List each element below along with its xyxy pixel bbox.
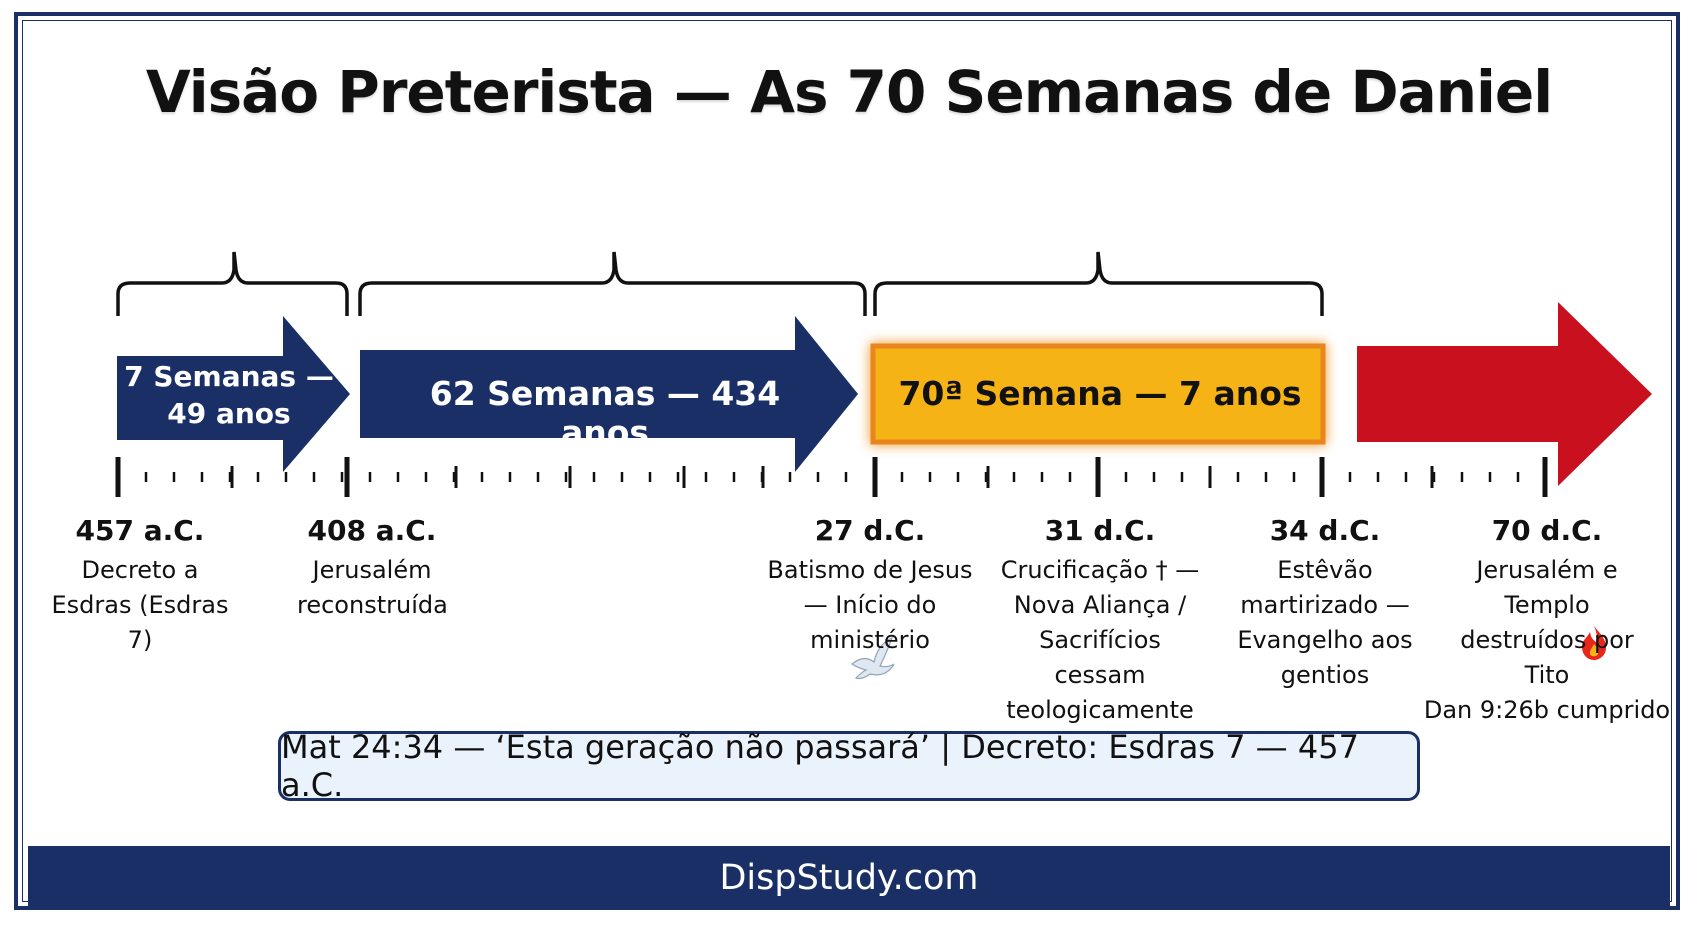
event-desc: Batismo de Jesus — Início do ministério <box>767 556 973 654</box>
event-408bc: 408 a.C. Jerusalém reconstruída <box>252 514 492 623</box>
label-62-weeks: 62 Semanas — 434 anos <box>429 374 781 452</box>
note-text: Mat 24:34 — ‘Esta geração não passará’ |… <box>281 728 1359 804</box>
event-desc: Jerusalém reconstruída <box>297 556 448 619</box>
event-34ad: 34 d.C. Estêvão martirizado — Evangelho … <box>1195 514 1455 693</box>
arrow-62-weeks <box>360 316 858 472</box>
box-70th-week <box>870 343 1326 445</box>
event-date: 408 a.C. <box>307 514 437 547</box>
event-27ad: 27 d.C. Batismo de Jesus — Início do min… <box>730 514 1010 658</box>
fire-icon <box>1582 626 1606 660</box>
timeline-ticks <box>115 457 1548 497</box>
footer-text: DispStudy.com <box>719 858 979 898</box>
event-date: 457 a.C. <box>75 514 205 547</box>
event-date: 31 d.C. <box>1044 514 1156 547</box>
footer-bar: DispStudy.com <box>28 846 1670 910</box>
event-date: 70 d.C. <box>1491 514 1603 547</box>
brace-7-weeks <box>116 251 349 316</box>
arrow-7-weeks <box>117 316 350 472</box>
event-70ad: 70 d.C. Jerusalém e Templo destruídos po… <box>1417 514 1677 728</box>
brace-62-weeks <box>358 251 867 316</box>
event-extra: Dan 9:26b cumprido <box>1423 696 1671 724</box>
label-70th-week: 70ª Semana — 7 anos <box>898 374 1302 413</box>
event-31ad: 31 d.C. Crucificação † — Nova Aliança / … <box>970 514 1230 728</box>
label-7-weeks: 7 Semanas — 49 anos <box>124 360 334 430</box>
event-date: 27 d.C. <box>814 514 926 547</box>
brace-70th-week <box>873 251 1324 316</box>
arrow-70-ad <box>1357 302 1652 486</box>
event-457bc: 457 a.C. Decreto a Esdras (Esdras 7) <box>20 514 260 658</box>
dove-icon <box>850 636 895 680</box>
event-desc: Decreto a Esdras (Esdras 7) <box>51 556 229 654</box>
scripture-note: Mat 24:34 — ‘Esta geração não passará’ |… <box>278 728 1420 804</box>
event-desc: Crucificação † — Nova Aliança / Sacrifíc… <box>1000 556 1200 724</box>
event-desc: Jerusalém e Templo destruídos por Tito <box>1460 556 1634 689</box>
event-desc: Estêvão martirizado — Evangelho aos gent… <box>1237 556 1413 689</box>
page-title: Visão Preterista — As 70 Semanas de Dani… <box>145 58 1553 126</box>
event-date: 34 d.C. <box>1269 514 1381 547</box>
